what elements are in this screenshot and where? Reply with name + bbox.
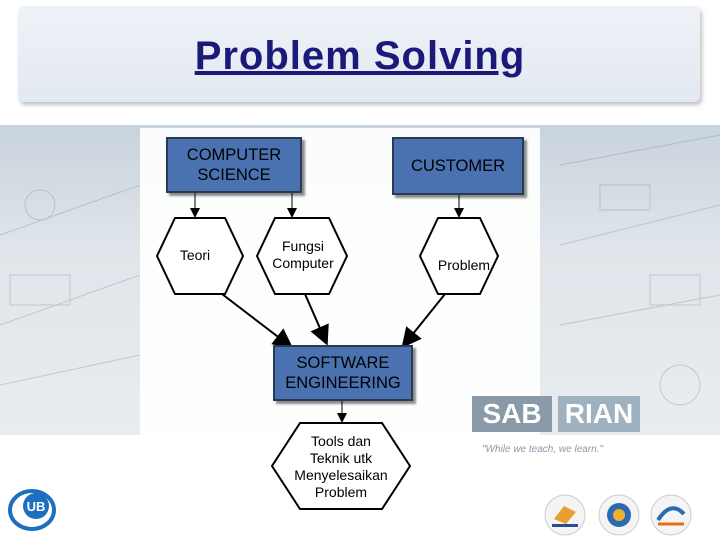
customer-label: CUSTOMER (410, 157, 506, 175)
teori-hexagon (155, 217, 245, 295)
customer-box: CUSTOMER (392, 137, 524, 195)
tools-label: Tools dan Teknik utk Menyelesaikan Probl… (294, 433, 388, 500)
footer-logo-3 (650, 494, 692, 536)
tagline: "While we teach, we learn." (482, 444, 604, 455)
problem-hexagon (418, 217, 500, 295)
title-box (18, 6, 700, 102)
page-title: Problem Solving (194, 34, 526, 78)
fungsi-computer-label: Fungsi Computer (272, 238, 334, 271)
ub-logo: UB (8, 489, 56, 531)
brand-left: SAB (472, 396, 552, 432)
footer-logo-1 (544, 494, 586, 536)
computer-science-label: COMPUTER SCIENCE (186, 146, 282, 184)
arrow-teori-to-se (221, 293, 294, 349)
brand-right: RIAN (558, 396, 640, 432)
sabrian-logo: SAB RIAN (472, 396, 642, 432)
fungsi-computer-hexagon (255, 217, 349, 295)
footer-logo-2 (598, 494, 640, 536)
computer-science-box: COMPUTER SCIENCE (166, 137, 302, 193)
arrow-problem-to-se (401, 293, 446, 349)
svg-text:UB: UB (27, 499, 46, 514)
tools-hexagon (270, 422, 412, 510)
arrow-fungsi-to-se (304, 293, 329, 346)
software-engineering-label: SOFTWARE ENGINEERING (285, 354, 401, 392)
software-engineering-box: SOFTWARE ENGINEERING (273, 345, 413, 401)
background-pattern (0, 134, 720, 406)
problem-label: Problem (437, 257, 491, 273)
teori-label: Teori (179, 247, 211, 263)
